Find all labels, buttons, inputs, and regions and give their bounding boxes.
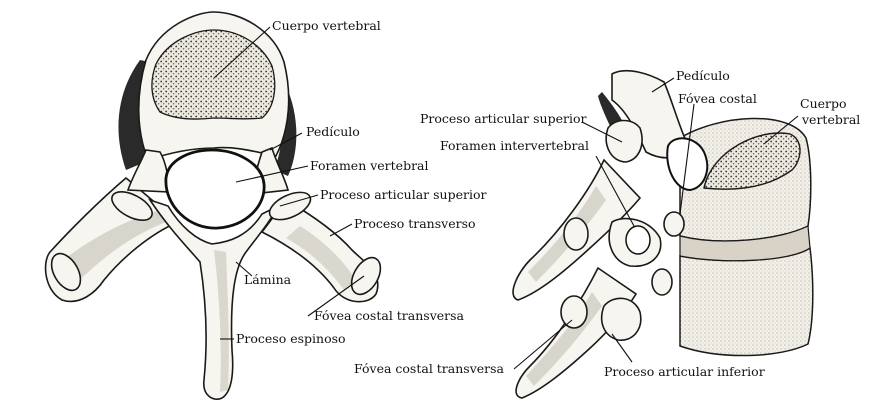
right-leader-lines (513, 77, 799, 370)
left-superior-articular-facet (111, 191, 153, 221)
left-transverse-shading (60, 210, 166, 290)
lamina-and-spine (148, 198, 280, 400)
label-proceso-transverso: Proceso transverso (354, 216, 476, 231)
label-fovea-costal: Fóvea costal (678, 91, 757, 106)
label-foramen-intervertebral: Foramen intervertebral (440, 138, 589, 153)
label-cuerpo-lateral-line1: Cuerpo (800, 96, 847, 111)
lower-inferior-articular (600, 297, 642, 341)
label-proceso-espinoso: Proceso espinoso (236, 331, 346, 346)
upper-superior-articular-shadow (598, 92, 624, 130)
label-pediculo-lateral: Pedículo (676, 68, 730, 83)
label-proceso-articular-superior: Proceso articular superior (320, 187, 486, 202)
left-labels: Cuerpo vertebral Pedículo Foramen verteb… (236, 18, 486, 346)
label-cuerpo-lateral-line2: vertebral (801, 112, 860, 127)
intervertebral-foramen (625, 225, 651, 255)
upper-superior-articular-process (605, 119, 643, 163)
label-foramen-vertebral: Foramen vertebral (310, 158, 429, 173)
vertebral-foramen (164, 148, 266, 230)
spine-shading (214, 250, 229, 392)
lower-costal-facet-small (651, 268, 673, 296)
superior-view-vertebra (44, 11, 382, 400)
lateral-view-vertebrae (512, 69, 814, 399)
left-costal-facet (50, 252, 82, 292)
right-transverse-shading (286, 226, 356, 290)
body-superior-surface (703, 132, 801, 190)
intervertebral-disc (679, 225, 811, 262)
costal-facet-small (663, 211, 685, 237)
right-superior-articular-facet (268, 191, 312, 221)
label-proceso-articular-inferior: Proceso articular inferior (604, 364, 765, 379)
right-labels: Pedículo Proceso articular superior Fóve… (354, 68, 860, 379)
label-lamina: Lámina (244, 272, 292, 287)
lower-vertebral-body (679, 246, 814, 357)
lower-costal-facet-ring (560, 295, 588, 329)
label-proceso-articular-superior-lateral: Proceso articular superior (420, 111, 586, 126)
left-leader-lines (213, 26, 365, 340)
label-cuerpo-vertebral: Cuerpo vertebral (272, 18, 381, 33)
label-pediculo: Pedículo (306, 124, 360, 139)
right-costal-facet (350, 256, 382, 296)
label-fovea-costal-transversa: Fóvea costal transversa (314, 308, 465, 323)
upper-costal-pit (666, 137, 709, 192)
body-spongy-surface (151, 29, 276, 120)
label-fovea-costal-transversa-lateral: Fóvea costal transversa (354, 361, 505, 376)
upper-costal-facet-ring (563, 217, 589, 251)
